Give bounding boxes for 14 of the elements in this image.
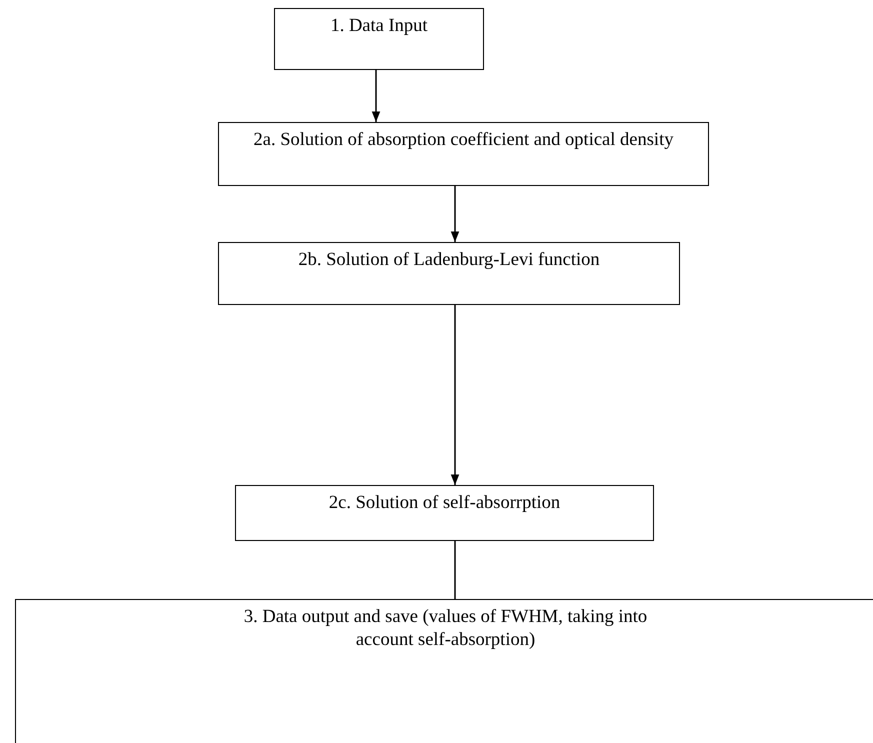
step-label: 3. Data output and save (values of FWHM, taking into account self-absorption) — [242, 606, 648, 652]
step-label: 2b. Solution of Ladenburg-Levi function — [298, 249, 600, 272]
arrow — [450, 186, 460, 242]
arrow — [372, 70, 380, 122]
arrow — [450, 305, 460, 485]
step-label: 1. Data Input — [330, 15, 428, 38]
process-box — [15, 599, 873, 743]
process-box — [218, 122, 709, 186]
process-box — [235, 485, 654, 541]
process-box — [218, 242, 680, 305]
step-label: 2c. Solution of self-absorrption — [328, 492, 560, 515]
process-box — [274, 8, 484, 70]
step-label: 2a. Solution of absorption coefficient and optical density — [254, 129, 674, 152]
connector-line — [454, 541, 456, 599]
